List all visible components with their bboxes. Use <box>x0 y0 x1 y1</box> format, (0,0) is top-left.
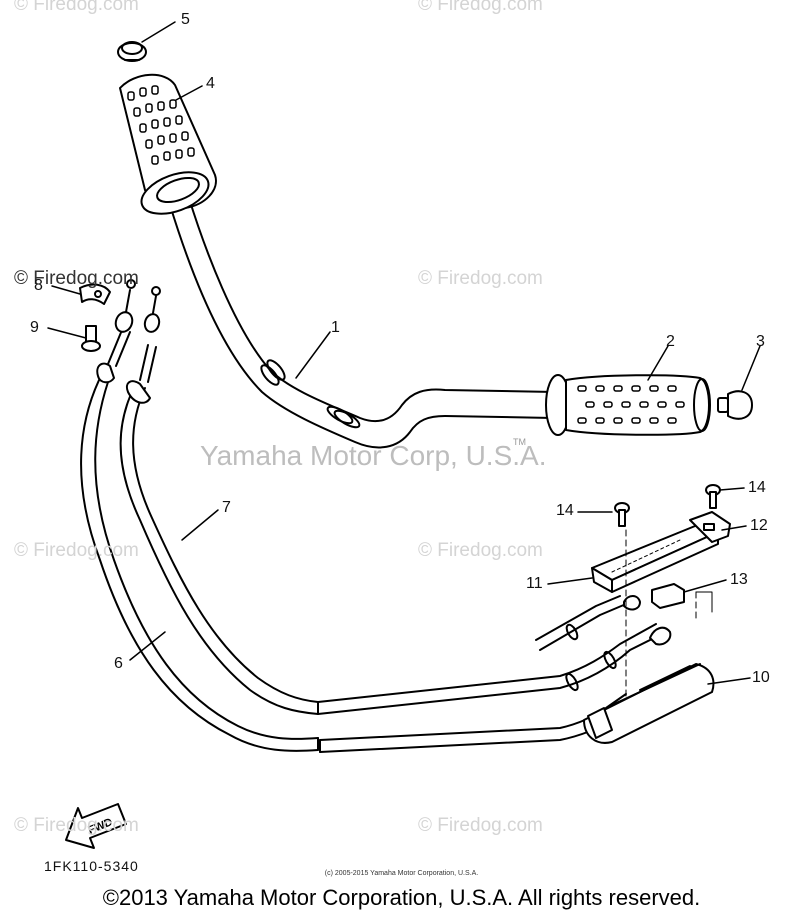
leader-lines <box>47 21 761 685</box>
handlebar <box>169 194 560 449</box>
screw-14-right <box>705 484 721 509</box>
watermark-firedog: © Firedog.com <box>418 0 543 15</box>
watermark-firedog: © Firedog.com <box>14 0 139 15</box>
watermark-firedog: © Firedog.com <box>418 815 543 836</box>
callout-14: 14 <box>748 479 766 496</box>
callout-11: 11 <box>526 575 543 592</box>
hose-clip <box>79 283 111 305</box>
watermark-yamaha: Yamaha Motor Corp, U.S.A. <box>200 440 547 471</box>
callout-7: 7 <box>222 499 231 516</box>
grip-end-cap <box>117 41 147 62</box>
callout-12: 12 <box>750 517 768 534</box>
throttle-cable-6 <box>80 279 633 753</box>
right-throttle-grip <box>545 374 711 436</box>
bracket-13 <box>695 591 713 613</box>
fwd-arrow: FWD <box>65 803 127 849</box>
throttle-housing-lower <box>583 663 715 744</box>
watermark-firedog: © Firedog.com <box>14 815 139 836</box>
callout-3: 3 <box>756 333 765 350</box>
throttle-block <box>651 583 685 609</box>
watermark-firedog: © Firedog.com <box>14 540 139 561</box>
callout-10: 10 <box>752 669 770 686</box>
throttle-end-cap <box>717 390 753 420</box>
copyright-notice: ©2013 Yamaha Motor Corporation, U.S.A. A… <box>102 885 701 910</box>
callout-1: 1 <box>331 319 340 336</box>
watermark-firedog: © Firedog.com <box>418 540 543 561</box>
callout-6: 6 <box>114 655 123 672</box>
callout-2: 2 <box>666 333 675 350</box>
throttle-cable-7 <box>119 286 672 715</box>
screw-9 <box>81 325 101 352</box>
watermark-firedog: © Firedog.com <box>418 268 543 289</box>
callout-14: 14 <box>556 502 574 519</box>
throttle-plate <box>689 511 731 543</box>
callout-8: 8 <box>34 277 43 294</box>
left-grip <box>119 73 217 215</box>
diagram-part-code: 1FK110-5340 <box>44 858 139 874</box>
screw-14-left <box>614 502 630 527</box>
trademark-mark: TM <box>513 437 526 447</box>
watermark-firedog: © Firedog.com <box>14 268 139 289</box>
callout-13: 13 <box>730 571 748 588</box>
callout-4: 4 <box>206 75 215 92</box>
throttle-housing-upper <box>591 523 719 593</box>
callout-5: 5 <box>181 11 190 28</box>
callout-9: 9 <box>30 319 39 336</box>
small-copyright: (c) 2005-2015 Yamaha Motor Corporation, … <box>324 870 479 877</box>
